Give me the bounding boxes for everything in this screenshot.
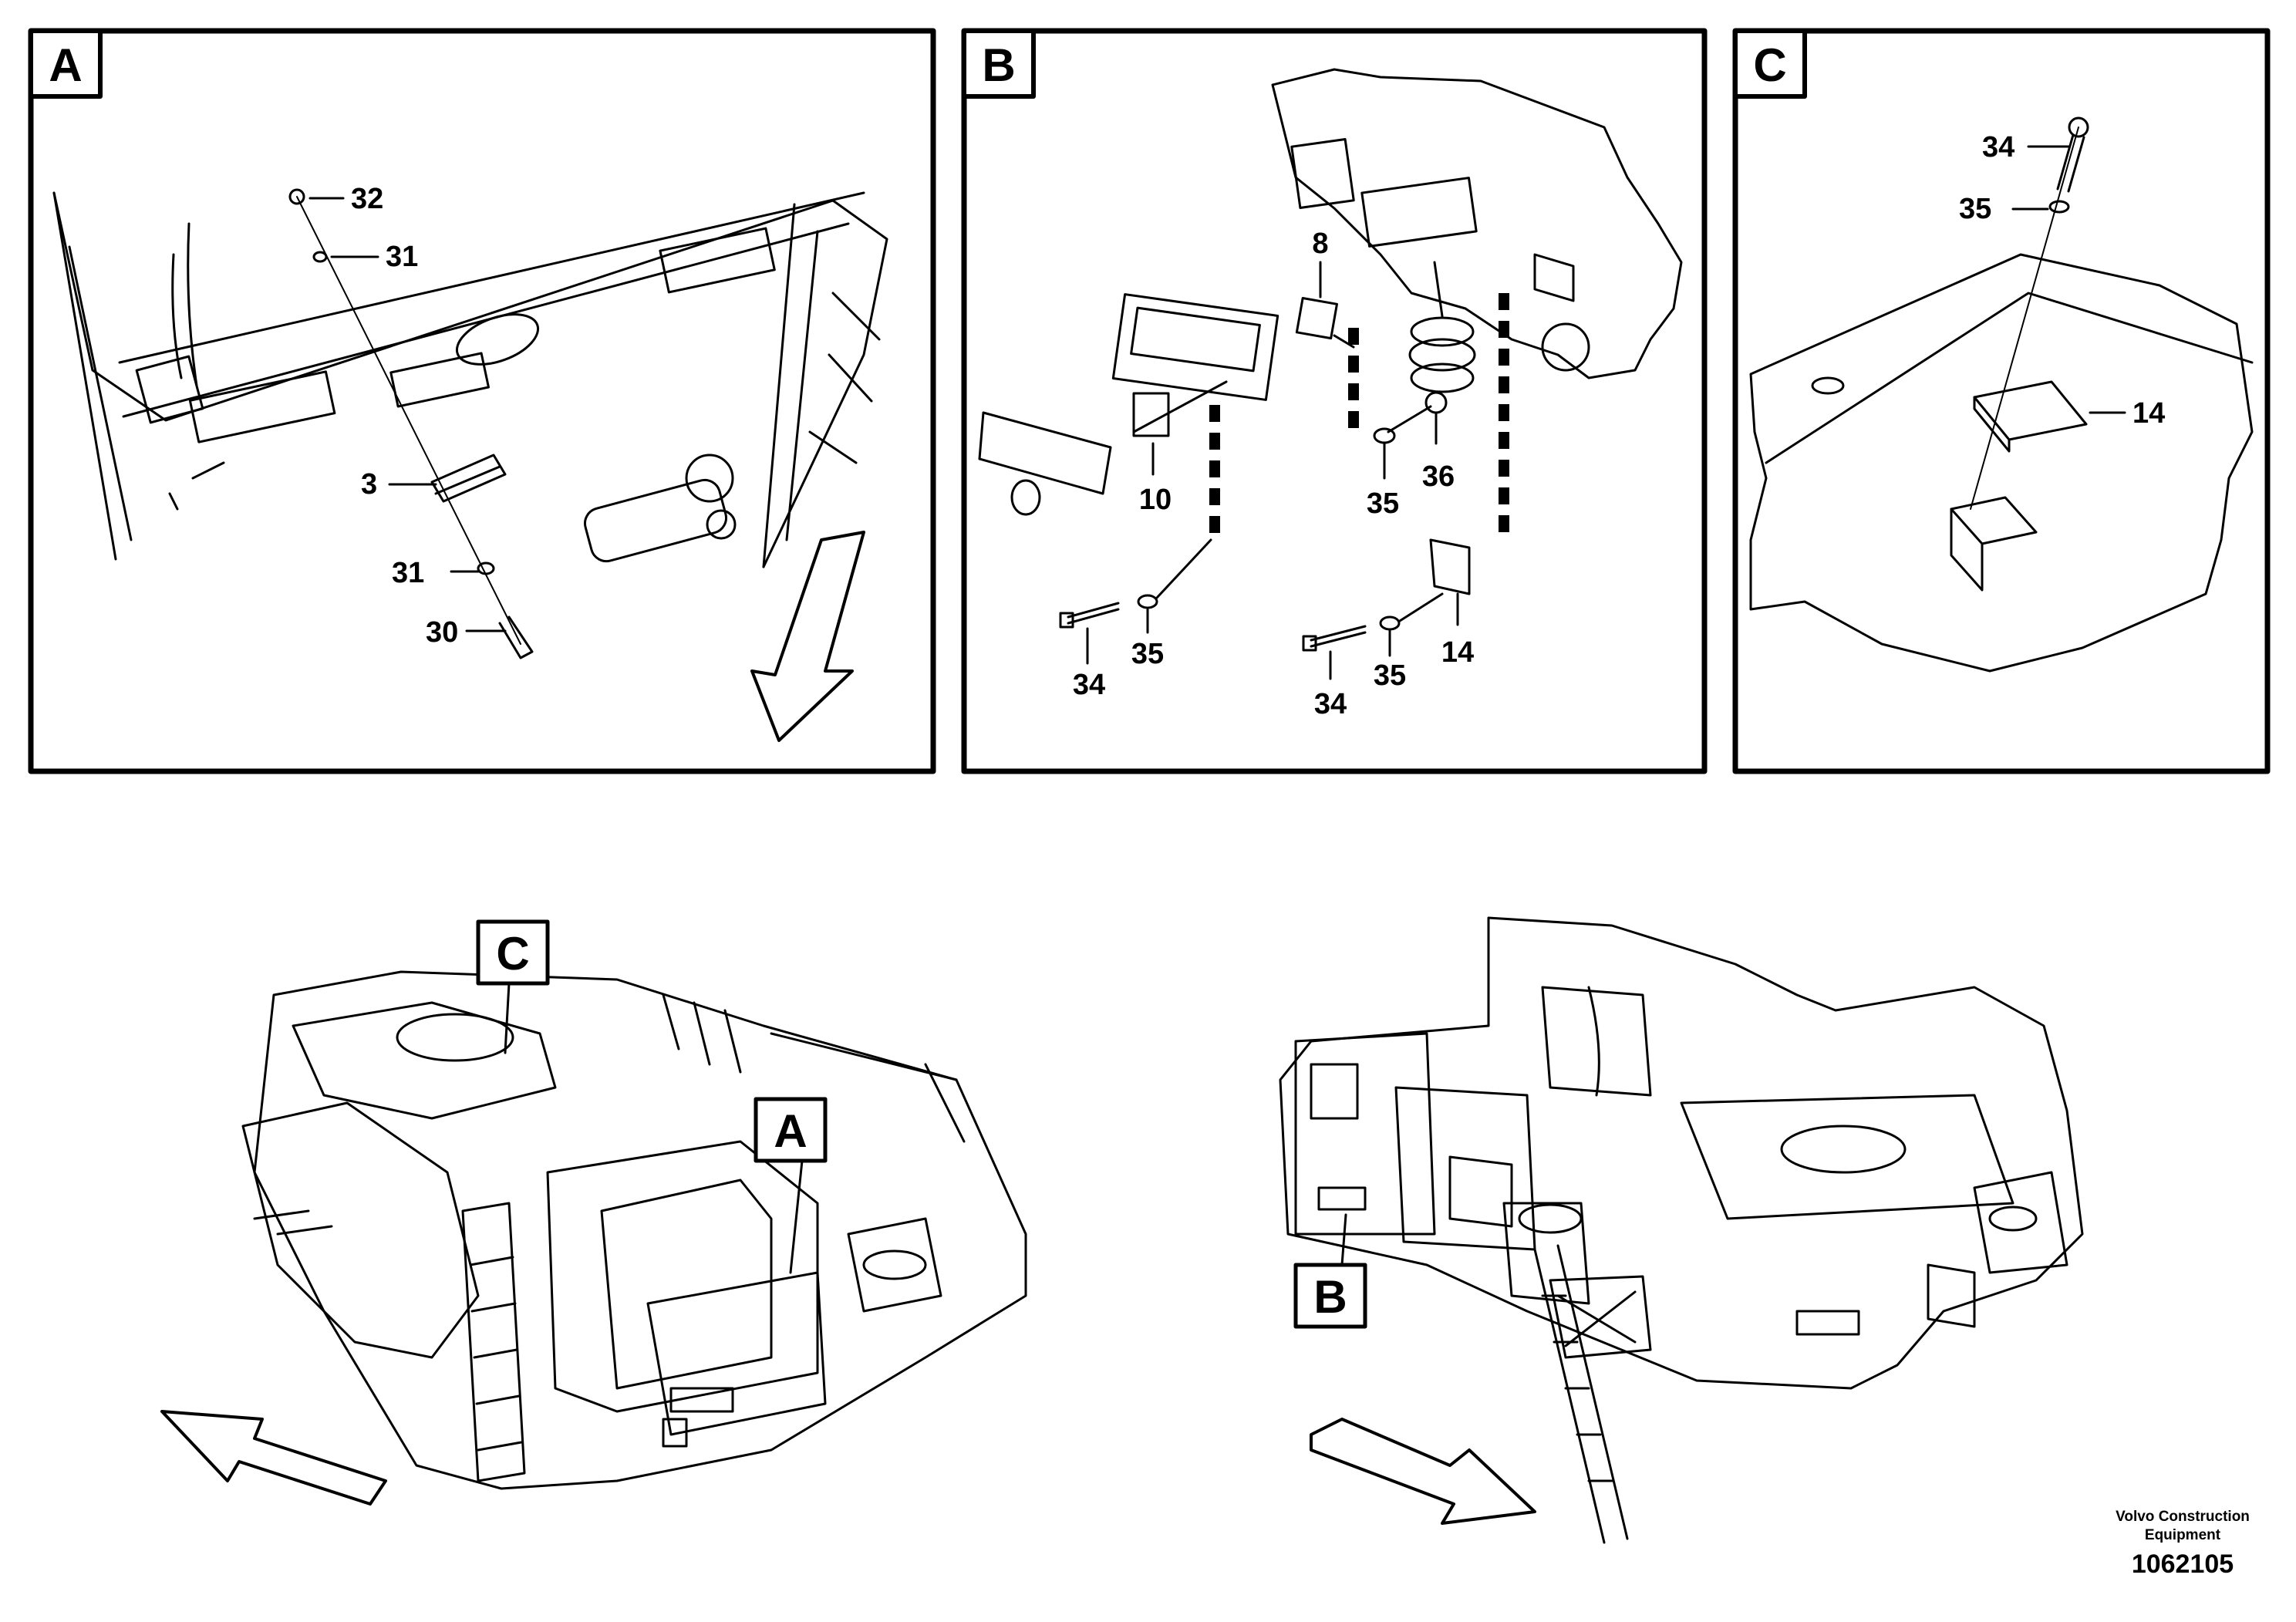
- detail-panel-b: [961, 28, 1708, 774]
- callout-34-left: 34: [1073, 669, 1105, 701]
- detail-panel-c: [1732, 28, 2271, 774]
- callout-3: 3: [361, 468, 377, 501]
- callout-30: 30: [426, 616, 458, 649]
- callout-14-b: 14: [1441, 636, 1474, 669]
- panel-b-letter: B: [982, 39, 1015, 91]
- callout-35-middle: 35: [1367, 487, 1399, 520]
- document-number: 1062105: [2131, 1549, 2234, 1579]
- overview-tag-a-box: [754, 1097, 828, 1163]
- callout-35-c: 35: [1959, 193, 1991, 225]
- b-dashed-connectors: [1209, 293, 1509, 540]
- overview-tag-c-box: [476, 919, 550, 986]
- callout-35-left: 35: [1131, 638, 1164, 670]
- overview-tag-b-box: [1293, 1263, 1367, 1329]
- overview-machine-right: [1279, 916, 2084, 1544]
- overview-tag-c: C: [496, 928, 529, 980]
- overview-machine-left: [160, 970, 1027, 1506]
- detail-panel-a: [28, 28, 936, 774]
- callout-36: 36: [1422, 460, 1455, 493]
- callout-14-c: 14: [2132, 397, 2165, 430]
- panel-c-letter: C: [1753, 39, 1786, 91]
- overview-tag-b: B: [1313, 1271, 1347, 1323]
- panel-a-letter: A: [49, 39, 82, 91]
- callout-31-upper: 31: [386, 241, 418, 273]
- callout-31-lower: 31: [392, 557, 424, 589]
- company-name: Volvo Construction Equipment: [2116, 1509, 2250, 1543]
- callout-35-right: 35: [1374, 659, 1406, 692]
- callout-32: 32: [351, 183, 383, 215]
- callout-10: 10: [1139, 484, 1172, 516]
- document-footer: Volvo Construction Equipment 1062105: [2082, 1508, 2283, 1580]
- overview-tag-a: A: [774, 1105, 807, 1157]
- callout-34-right: 34: [1314, 688, 1347, 720]
- callout-34-c: 34: [1982, 131, 2014, 164]
- callout-8: 8: [1312, 228, 1328, 260]
